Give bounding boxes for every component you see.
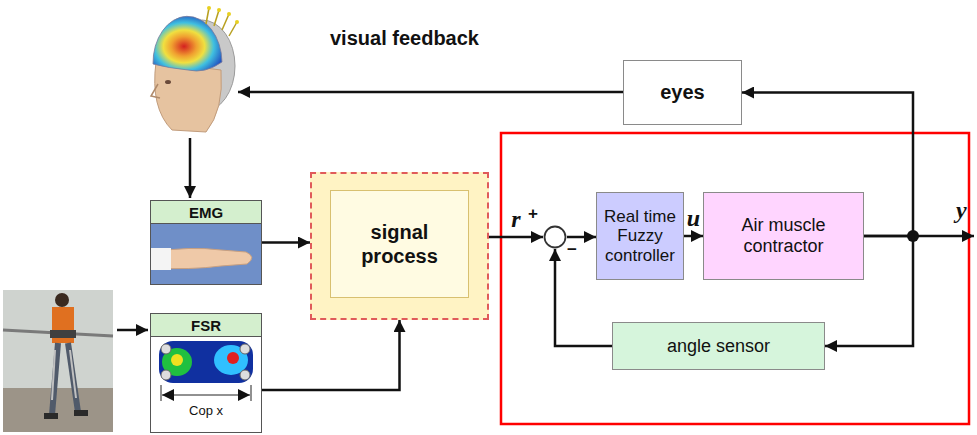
sensor-box: angle sensor xyxy=(612,322,825,370)
walking-photo xyxy=(3,290,113,432)
illustration-part xyxy=(217,8,221,12)
controller-box: Real time Fuzzy controller xyxy=(596,192,684,280)
signal-arrow xyxy=(489,236,543,239)
card-title: FSR xyxy=(191,317,221,334)
illustration-part xyxy=(3,290,113,432)
pressure-blob xyxy=(227,352,239,364)
emg-card: EMG xyxy=(150,200,262,285)
eyes-box: eyes xyxy=(623,60,742,125)
feedback-label: visual feedback xyxy=(330,27,479,50)
illustration-part xyxy=(222,14,229,30)
signal-name: r xyxy=(511,207,520,231)
signal-arrow xyxy=(684,235,703,238)
brain-head-illustration xyxy=(151,6,239,132)
brain-to-emg-line xyxy=(189,138,192,198)
box-label: Real time Fuzzy controller xyxy=(601,207,679,266)
junction-circle xyxy=(543,225,567,249)
card-header: FSR xyxy=(151,314,261,337)
card-body xyxy=(151,224,261,284)
actuator-box: Air muscle contractor xyxy=(703,192,864,280)
illustration-part xyxy=(74,410,88,416)
box-label: angle sensor xyxy=(667,336,770,357)
card-title: EMG xyxy=(189,204,223,221)
signal-arrow xyxy=(262,241,310,244)
summing-junction: +− xyxy=(543,225,567,249)
card-illustration xyxy=(151,224,261,284)
output-line xyxy=(913,235,974,238)
dimension-label: Cop x xyxy=(151,403,261,418)
pressure-map xyxy=(159,341,253,383)
illustration-part xyxy=(235,20,239,24)
illustration-part xyxy=(70,350,76,398)
sensor-dot xyxy=(240,370,250,380)
card-header: EMG xyxy=(151,201,261,224)
box-label: Air muscle contractor xyxy=(708,215,859,256)
sign-label: + xyxy=(528,205,538,222)
sign-label: − xyxy=(567,241,577,258)
illustration-part xyxy=(3,388,113,432)
visual-feedback-line xyxy=(238,91,623,94)
illustration-part xyxy=(214,10,219,26)
controller-frame xyxy=(501,133,969,424)
sensor-dot xyxy=(240,344,250,354)
illustration-part xyxy=(165,80,171,84)
sleeve-shape xyxy=(151,248,171,270)
illustration-part xyxy=(55,293,69,307)
illustration-part xyxy=(207,6,239,24)
process-box: signal process xyxy=(310,172,489,320)
illustration-part xyxy=(68,343,78,412)
illustration-part xyxy=(153,16,222,71)
photo-ground xyxy=(151,224,261,284)
illustration-part xyxy=(227,12,231,16)
pressure-blob xyxy=(171,354,183,366)
illustration-part xyxy=(207,6,211,10)
illustration-part xyxy=(229,22,237,36)
photo-to-fsr-line xyxy=(117,329,148,332)
illustration-part xyxy=(206,8,237,36)
process-label: signal process xyxy=(331,220,468,268)
illustration-part xyxy=(50,330,76,338)
signal-name: y xyxy=(956,198,967,222)
illustration-part xyxy=(151,84,160,98)
fsr-card: FSR Cop x xyxy=(150,313,262,433)
signal-arrow xyxy=(262,320,400,390)
box-label: eyes xyxy=(660,81,705,104)
illustration-part xyxy=(52,343,58,415)
dimension-tick xyxy=(251,385,252,401)
process-inner-box: signal process xyxy=(330,190,469,298)
illustration-part xyxy=(52,350,55,400)
sensor-dot xyxy=(161,344,171,354)
dimension-line xyxy=(162,395,250,396)
signal-name: u xyxy=(687,206,700,230)
card-body: Cop x xyxy=(151,337,261,432)
junction-outline xyxy=(545,227,566,248)
illustration-part xyxy=(44,413,58,419)
sensor-dot xyxy=(161,370,171,380)
illustration-part xyxy=(155,62,222,132)
dimension-tick xyxy=(161,385,162,401)
signal-arrow xyxy=(567,236,596,239)
illustration-part xyxy=(206,8,209,24)
